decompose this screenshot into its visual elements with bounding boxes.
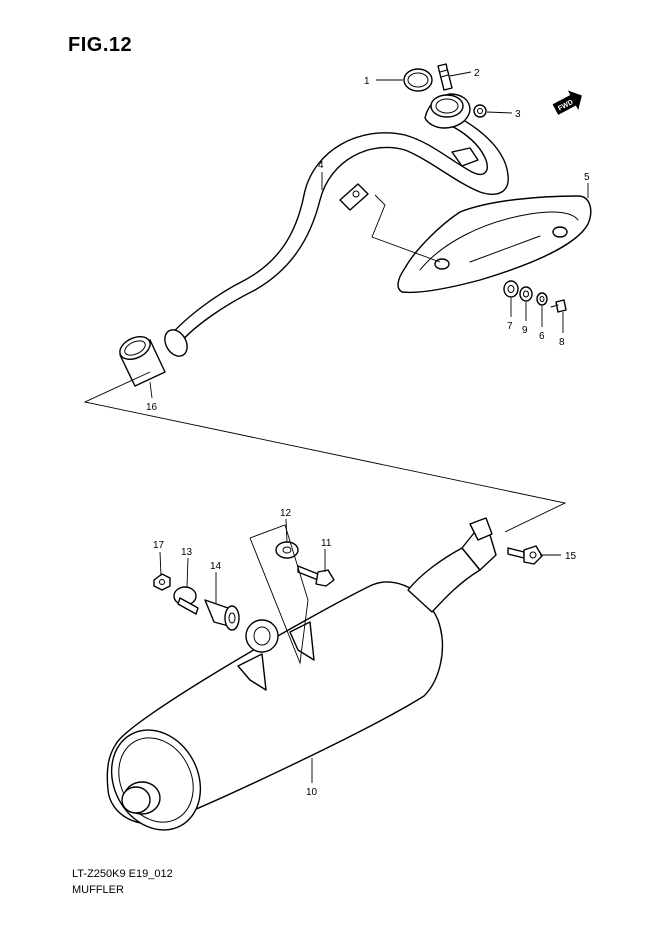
washer-7: [503, 280, 519, 298]
nut-17: [153, 573, 171, 591]
collar-9: [519, 286, 533, 302]
callout-2: 2: [474, 68, 480, 79]
nut: [473, 104, 487, 118]
section-name: MUFFLER: [72, 884, 124, 896]
callout-8: 8: [559, 337, 565, 348]
callout-17: 17: [153, 540, 165, 551]
muffler: [106, 517, 497, 831]
callout-6: 6: [539, 331, 545, 342]
figure-title: FIG.12: [68, 34, 133, 56]
heat-shield: [397, 195, 592, 294]
grommet-14: [204, 599, 240, 631]
callout-5: 5: [584, 172, 590, 183]
gasket: [403, 68, 433, 92]
callout-12: 12: [280, 508, 292, 519]
bolt-15: [507, 545, 543, 565]
callout-labels: 1 2 3 4 5 7 9 6 8 16 12 11 17 13 14 15 1…: [146, 68, 590, 798]
collar-13: [173, 586, 199, 615]
callout-9: 9: [522, 325, 528, 336]
stud-bolt: [437, 63, 453, 91]
callout-3: 3: [515, 109, 521, 120]
callout-1: 1: [364, 76, 370, 87]
callout-7: 7: [507, 321, 513, 332]
callout-14: 14: [210, 561, 222, 572]
washer-6: [536, 292, 548, 306]
model-code: LT-Z250K9 E19_012: [72, 868, 173, 880]
callout-11: 11: [321, 538, 332, 549]
callout-13: 13: [181, 547, 193, 558]
callout-10: 10: [306, 787, 318, 798]
callout-16: 16: [146, 402, 158, 413]
callout-15: 15: [565, 551, 577, 562]
joint-sleeve: [119, 335, 166, 387]
fwd-arrow-icon: FWD: [552, 90, 582, 115]
bolt-11: [297, 565, 335, 587]
screw-8: [550, 299, 567, 313]
callout-4: 4: [318, 160, 324, 171]
exhaust-pipe: [164, 93, 509, 357]
